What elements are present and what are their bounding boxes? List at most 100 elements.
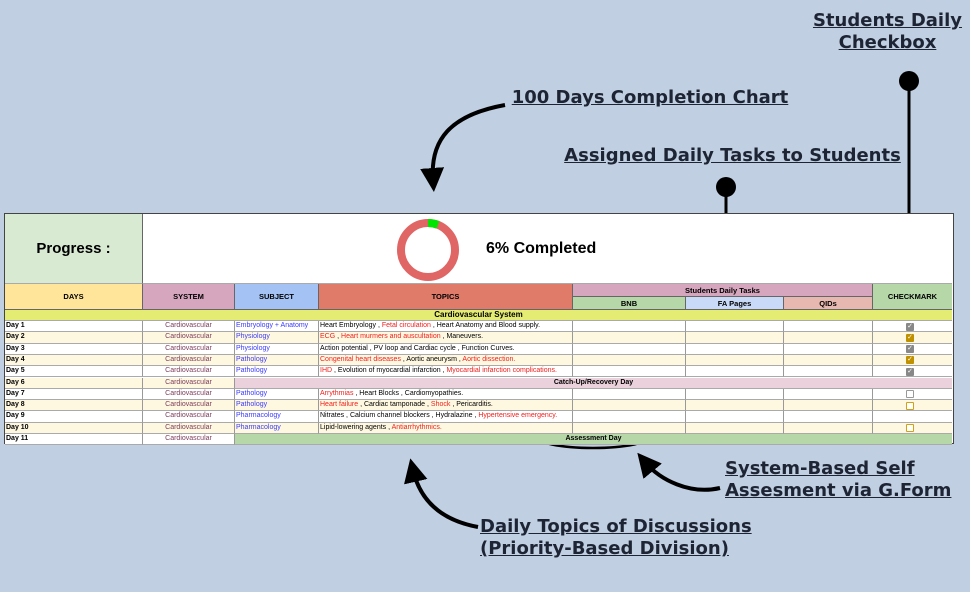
span-cell: Catch-Up/Recovery Day xyxy=(235,377,952,389)
topics-cell: IHD , Evolution of myocardial infarction… xyxy=(319,366,573,378)
checkmark-cell: ✓ xyxy=(873,332,952,344)
header-tasks: Students Daily Tasks xyxy=(573,284,873,297)
checkmark-cell: ✓ xyxy=(873,354,952,367)
donut-completed xyxy=(397,219,459,281)
checkbox[interactable] xyxy=(906,401,914,410)
bnb-cell[interactable] xyxy=(573,343,686,355)
system-cell: Cardiovascular xyxy=(143,422,235,434)
qids-cell[interactable] xyxy=(784,411,873,423)
subject-cell: Pharmacology xyxy=(235,422,319,434)
progress-chart-cell: 6% Completed xyxy=(143,214,952,284)
topics-cell: Lipid-lowering agents , Antiarrhythmics. xyxy=(319,422,573,434)
fa-pages-cell[interactable] xyxy=(686,411,784,423)
checkbox[interactable]: ✓ xyxy=(906,356,914,365)
qids-cell[interactable] xyxy=(784,321,873,333)
topic-text: Action potential , PV loop and Cardiac c… xyxy=(320,344,515,352)
fa-pages-cell[interactable] xyxy=(686,332,784,344)
fa-pages-cell[interactable] xyxy=(686,343,784,355)
topic-text: Heart murmers and auscultation xyxy=(341,333,441,341)
subject-cell: Embryology + Anatomy xyxy=(235,321,319,333)
tracker-sheet: Progress : 6% Completed DAYS SYSTEM SUBJ… xyxy=(4,213,954,446)
subject-cell: Pathology xyxy=(235,388,319,401)
bnb-cell[interactable] xyxy=(573,332,686,344)
qids-cell[interactable] xyxy=(784,388,873,401)
subject-cell: Physiology xyxy=(235,343,319,355)
header-days: DAYS xyxy=(5,284,143,310)
topic-text: Congenital heart diseases xyxy=(320,355,401,363)
day-cell: Day 6 xyxy=(5,377,143,389)
checkbox[interactable]: ✓ xyxy=(906,367,914,376)
header-bnb: BNB xyxy=(573,297,686,310)
qids-cell[interactable] xyxy=(784,366,873,378)
topic-text: Heart failure xyxy=(320,401,359,409)
day-cell: Day 8 xyxy=(5,400,143,412)
fa-pages-cell[interactable] xyxy=(686,388,784,401)
system-cell: Cardiovascular xyxy=(143,321,235,333)
annotation-tasks: Assigned Daily Tasks to Students xyxy=(564,145,901,166)
checkbox[interactable] xyxy=(906,390,914,399)
progress-label-cell: Progress : xyxy=(5,214,143,284)
checkmark-cell xyxy=(873,388,952,401)
checkmark-cell xyxy=(873,422,952,434)
day-cell: Day 1 xyxy=(5,321,143,333)
day-cell: Day 11 xyxy=(5,434,143,446)
day-cell: Day 4 xyxy=(5,354,143,367)
subject-cell: Pathology xyxy=(235,400,319,412)
system-cell: Cardiovascular xyxy=(143,377,235,389)
day-cell: Day 3 xyxy=(5,343,143,355)
topics-cell: Nitrates , Calcium channel blockers , Hy… xyxy=(319,411,573,423)
fa-pages-cell[interactable] xyxy=(686,400,784,412)
checkmark-cell xyxy=(873,400,952,412)
topics-cell: Arrythmias , Heart Blocks , Cardiomyopat… xyxy=(319,388,573,401)
bnb-cell[interactable] xyxy=(573,366,686,378)
topic-text: IHD xyxy=(320,367,333,375)
bnb-cell[interactable] xyxy=(573,422,686,434)
span-label: Assessment Day xyxy=(565,435,622,442)
qids-cell[interactable] xyxy=(784,422,873,434)
checkmark-cell: ✓ xyxy=(873,343,952,355)
topics-cell: ECG , Heart murmers and auscultation , M… xyxy=(319,332,573,344)
topic-text: Shock xyxy=(430,401,451,409)
day-cell: Day 9 xyxy=(5,411,143,423)
fa-pages-cell[interactable] xyxy=(686,422,784,434)
topic-text: , Heart Blocks , Cardiomyopathies. xyxy=(353,389,464,397)
checkmark-cell xyxy=(873,411,952,423)
topic-text: Heart Embryology , xyxy=(320,322,382,329)
qids-cell[interactable] xyxy=(784,400,873,412)
bnb-cell[interactable] xyxy=(573,388,686,401)
header-qids: QIDs xyxy=(784,297,873,310)
checkbox[interactable]: ✓ xyxy=(906,345,914,354)
qids-cell[interactable] xyxy=(784,332,873,344)
fa-pages-cell[interactable] xyxy=(686,321,784,333)
section-title: Cardiovascular System xyxy=(434,310,523,319)
checkbox[interactable]: ✓ xyxy=(906,322,914,331)
subject-cell: Pathology xyxy=(235,366,319,378)
bnb-cell[interactable] xyxy=(573,321,686,333)
fa-pages-cell[interactable] xyxy=(686,354,784,367)
qids-cell[interactable] xyxy=(784,354,873,367)
subject-cell: Pharmacology xyxy=(235,411,319,423)
header-subject: SUBJECT xyxy=(235,284,319,310)
bnb-cell[interactable] xyxy=(573,400,686,412)
header-system: SYSTEM xyxy=(143,284,235,310)
progress-text: 6% Completed xyxy=(486,240,597,257)
bnb-cell[interactable] xyxy=(573,411,686,423)
day-cell: Day 2 xyxy=(5,332,143,344)
fa-pages-cell[interactable] xyxy=(686,366,784,378)
checkbox[interactable]: ✓ xyxy=(906,333,914,342)
system-cell: Cardiovascular xyxy=(143,388,235,401)
progress-donut xyxy=(397,219,459,281)
topic-text: , Maneuvers. xyxy=(440,333,484,341)
bnb-cell[interactable] xyxy=(573,354,686,367)
checkbox[interactable] xyxy=(906,424,914,433)
system-cell: Cardiovascular xyxy=(143,411,235,423)
qids-cell[interactable] xyxy=(784,343,873,355)
